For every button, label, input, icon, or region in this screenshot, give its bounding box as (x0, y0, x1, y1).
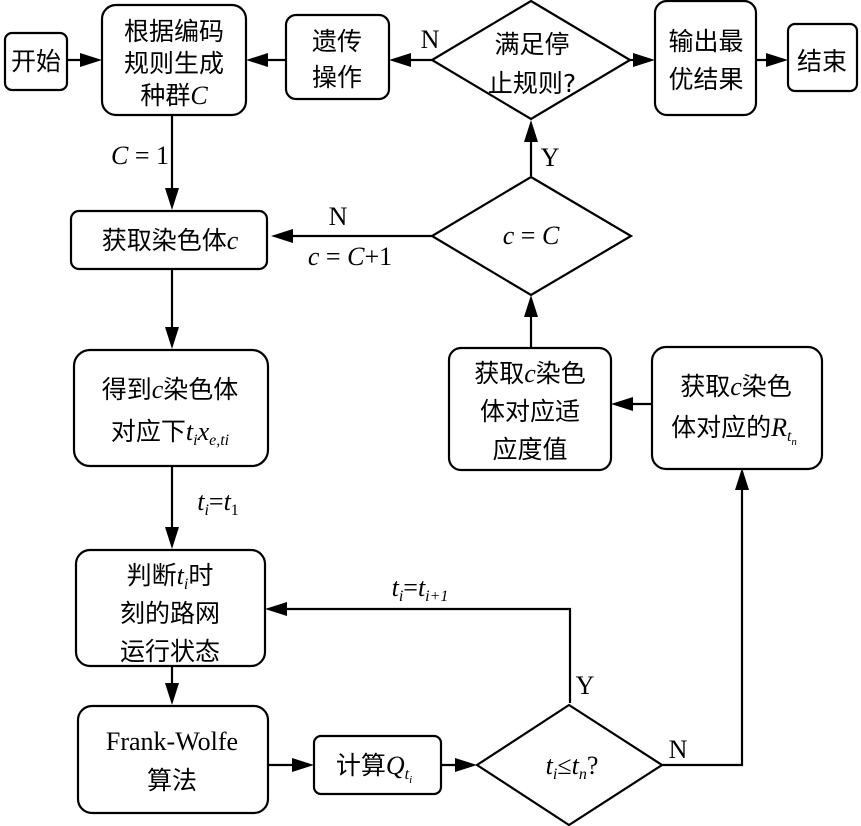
node-R-line2: 体对应的Rtn (671, 413, 797, 448)
node-genetic-line2: 操作 (312, 63, 362, 92)
label-stop-yes: Y (541, 143, 560, 172)
arrowhead (524, 295, 538, 317)
arrowhead (271, 229, 293, 243)
node-generate-line1: 根据编码 (124, 17, 224, 46)
label-time-yes: Y (576, 671, 595, 700)
node-stop-line2: 止规则? (488, 69, 576, 98)
node-judge-state[interactable]: 判断ti时 刻的路网 运行状态 (74, 548, 267, 668)
arrowhead (455, 758, 477, 772)
node-q-label: 计算Qti (336, 751, 412, 786)
arrowhead (165, 188, 179, 210)
node-genetic-operations[interactable]: 遗传 操作 (284, 13, 391, 101)
label-init-C: C = 1 (111, 141, 169, 170)
node-cC-label: c = C (503, 221, 560, 250)
node-get-chromosome[interactable]: 获取染色体c (69, 209, 269, 271)
arrowhead (389, 53, 411, 67)
arrowhead (265, 602, 287, 616)
node-get-fitness[interactable]: 获取c染色 体对应适 应度值 (447, 346, 613, 472)
edge-time-yes-to-judge (278, 607, 572, 703)
label-cC-assign: c = C+1 (308, 242, 392, 271)
node-get-R[interactable]: 获取c染色 体对应的Rtn (650, 345, 824, 471)
arrowhead (633, 53, 655, 67)
node-txe-line2: 对应下tixe,ti (111, 417, 229, 449)
node-stop-line1: 满足停 (494, 30, 569, 59)
arrowhead (165, 327, 179, 349)
node-generate-line2: 规则生成 (124, 49, 224, 78)
node-generate-line3: 种群C (140, 81, 208, 110)
node-fitness-line1: 获取c染色 (474, 359, 586, 388)
node-time-check[interactable]: ti≤tn? (474, 703, 665, 826)
node-txe-line1: 得到c染色体 (102, 375, 239, 404)
node-compute-Q[interactable]: 计算Qti (312, 734, 443, 796)
label-ti-init: ti=t1 (197, 487, 239, 519)
node-start-label: 开始 (11, 47, 61, 76)
arrowhead (80, 53, 102, 67)
arrowhead (524, 120, 538, 142)
node-genetic-line1: 遗传 (312, 27, 362, 56)
arrowhead (735, 468, 749, 490)
node-end-label: 结束 (797, 47, 847, 76)
node-judge-line2: 刻的路网 (120, 599, 220, 628)
label-stop-no: N (421, 25, 440, 54)
node-output-line1: 输出最 (668, 27, 743, 56)
node-fitness-line2: 体对应适 (480, 397, 580, 426)
arrowhead (611, 397, 633, 411)
node-get-chromosome-label: 获取染色体c (102, 226, 239, 255)
label-ti-next: ti=ti+1 (392, 573, 449, 605)
node-fw-line2: 算法 (147, 766, 197, 795)
node-fw-line1: Frank-Wolfe (106, 727, 238, 756)
node-start[interactable]: 开始 (3, 31, 69, 92)
node-stop-check[interactable]: 满足停 止规则? (429, 0, 633, 121)
node-R-line1: 获取c染色 (680, 372, 792, 401)
node-output-best[interactable]: 输出最 优结果 (653, 0, 758, 117)
connectors (67, 53, 788, 772)
edge-labels: C = 1 N Y N c = C+1 ti=t1 ti=ti+1 Y N (111, 25, 688, 764)
node-judge-line1: 判断ti时 (127, 561, 214, 593)
node-generate-population[interactable]: 根据编码 规则生成 种群C (100, 3, 248, 117)
arrowhead (165, 683, 179, 705)
label-cC-no: N (329, 202, 348, 231)
arrowhead (165, 527, 179, 549)
edge-time-no-to-R (662, 480, 744, 767)
node-time-label: ti≤tn? (546, 751, 599, 783)
node-fitness-line3: 应度值 (492, 435, 567, 464)
arrowhead (292, 758, 314, 772)
node-c-equals-C[interactable]: c = C (429, 175, 634, 297)
node-frank-wolfe[interactable]: Frank-Wolfe 算法 (76, 704, 270, 815)
label-time-no: N (669, 735, 688, 764)
node-judge-line3: 运行状态 (120, 637, 220, 666)
arrowhead (766, 53, 788, 67)
node-end[interactable]: 结束 (786, 22, 859, 93)
arrowhead (246, 53, 268, 67)
node-output-line2: 优结果 (668, 65, 743, 94)
node-get-txe[interactable]: 得到c染色体 对应下tixe,ti (72, 348, 270, 468)
